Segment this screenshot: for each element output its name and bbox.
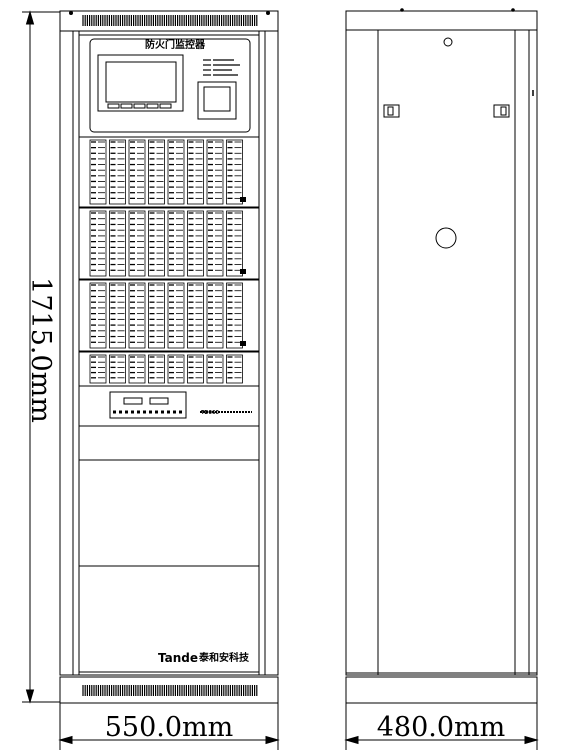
hinge-right	[493, 104, 510, 118]
indicator-leds	[203, 59, 240, 76]
side-width-dimension	[344, 702, 539, 750]
height-label: 1715.0mm	[25, 277, 56, 423]
front-width-dimension	[58, 702, 280, 750]
height-dimension	[22, 10, 60, 704]
lcd-button-row	[107, 103, 172, 109]
top-hole	[443, 37, 453, 47]
top-vent-grille	[82, 15, 258, 26]
bottom-vent-grille	[82, 685, 258, 696]
model-label: TD060	[201, 410, 220, 416]
front-width-label: 550.0mm	[105, 712, 234, 743]
module-block	[78, 207, 260, 280]
front-view	[59, 10, 279, 704]
side-view	[345, 8, 538, 704]
brand-label: Tande	[158, 651, 198, 665]
module-block	[78, 351, 260, 387]
side-width-label: 480.0mm	[377, 712, 506, 743]
panel-title: 防火门监控器	[145, 38, 206, 51]
cable-hole	[435, 227, 457, 249]
module-block	[78, 279, 260, 352]
module-rack	[78, 136, 260, 387]
brand-cn-label: 泰和安科技	[198, 651, 250, 664]
module-block	[78, 136, 260, 208]
hinge-left	[383, 104, 400, 118]
